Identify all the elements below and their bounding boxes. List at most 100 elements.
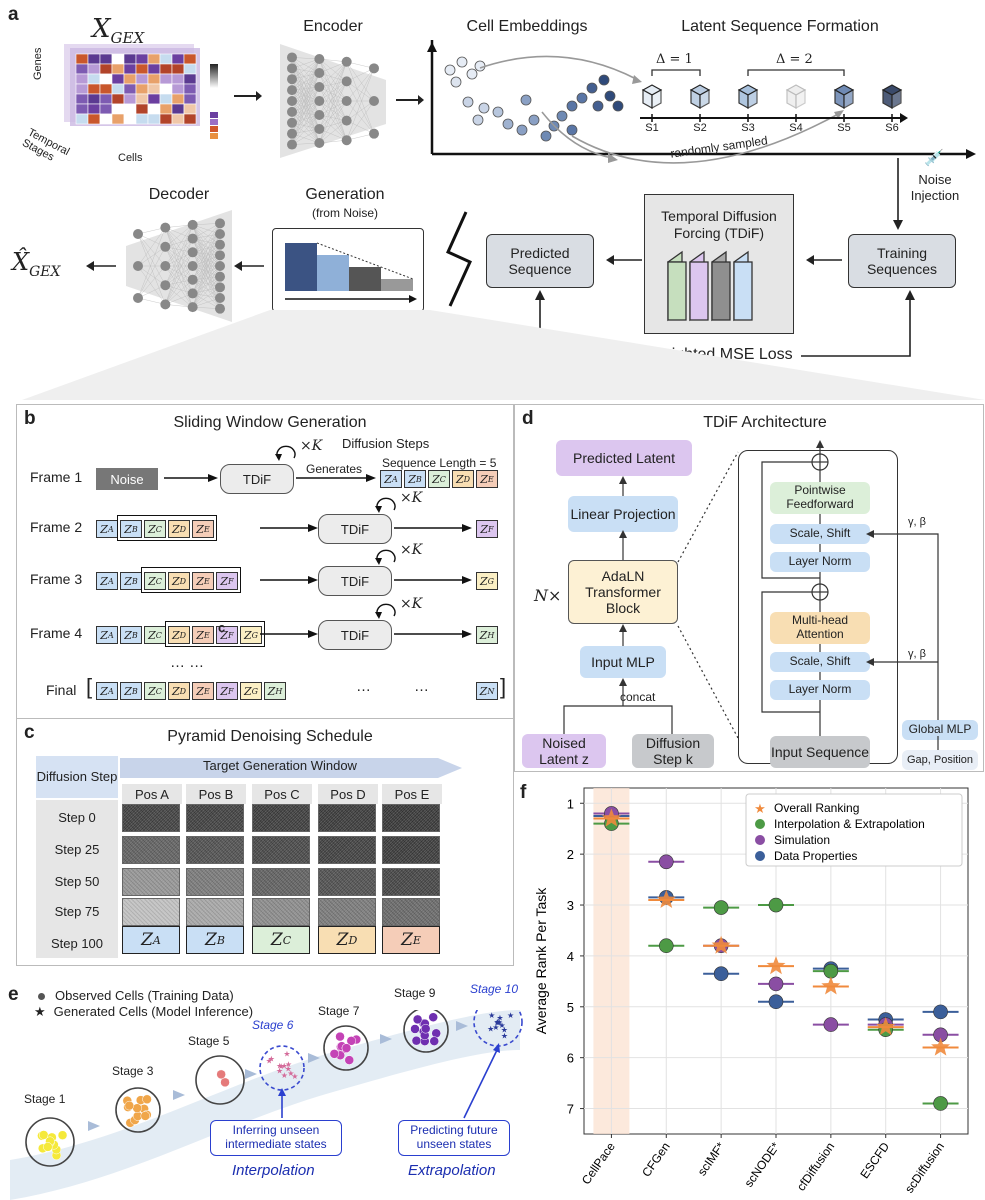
network-edge: [165, 224, 193, 267]
x-hat-symbol: X̂: [12, 248, 30, 276]
network-node: [215, 250, 225, 261]
diffusion-step-k-box: Diffusion Step k: [632, 734, 714, 768]
embedding-dot: [472, 114, 484, 126]
sequence-label-s1: S1: [645, 122, 659, 134]
network-node: [314, 124, 325, 134]
diffusion-steps-label: Diffusion Steps: [342, 436, 430, 451]
network-edge: [165, 238, 193, 286]
y-tick-label: 5: [567, 1000, 574, 1015]
generated-cell-star: ★: [507, 1011, 514, 1020]
heatmap-cell: [147, 93, 161, 105]
network-node: [160, 222, 171, 233]
observed-cell-dot: [140, 1111, 151, 1121]
network-edge: [291, 57, 320, 88]
network-edge: [192, 223, 221, 239]
network-edge: [291, 72, 320, 113]
generated-cell-star: ★: [285, 1064, 292, 1073]
network-node: [314, 68, 325, 78]
observed-cell-dot: [428, 1012, 438, 1022]
arrow-noise-to-tdif: [164, 474, 218, 482]
observed-cell-dot: [411, 1035, 422, 1046]
token-z-symbol: Z: [479, 574, 488, 588]
network-edge: [192, 223, 221, 267]
layer-norm-box-2: Layer Norm: [770, 680, 870, 700]
zoom-trapezoid: [22, 310, 985, 400]
network-node: [287, 117, 297, 128]
generated-cell-star: ★: [278, 1062, 285, 1071]
network-edge: [165, 227, 193, 253]
token-subscript: H: [275, 686, 283, 696]
noise-cell-r1-c1: [186, 836, 244, 864]
sequence-axis-arrow: [900, 113, 908, 123]
arrow-head: [462, 630, 472, 638]
arrow-to-encoder: [234, 91, 262, 101]
network-edge: [165, 224, 193, 247]
trajectory-chevron: [173, 1090, 185, 1100]
embedding-dot: [520, 94, 532, 106]
token-subscript: F: [228, 630, 234, 640]
embedding-dot: [576, 92, 588, 104]
heatmap-cell: [159, 83, 173, 95]
cluster-boundary: [259, 1045, 305, 1091]
embedding-dot: [604, 90, 616, 102]
token-subscript: A: [152, 933, 161, 947]
panel-letter-c: c: [24, 722, 35, 743]
x-tick-label: cfDiffusion: [794, 1140, 837, 1194]
generated-cell-star: ★: [494, 1017, 501, 1026]
gamma-beta-label-2: γ, β: [908, 648, 926, 660]
heatmap-cell: [171, 103, 185, 115]
series-point-star: [821, 976, 841, 995]
generated-cell-star: ★: [496, 1018, 503, 1027]
network-edge: [137, 246, 166, 299]
network-edge: [192, 252, 221, 288]
heatmap-cell: [171, 63, 185, 75]
observed-cell-dot: [344, 1055, 355, 1065]
loop-arrowhead: [375, 506, 382, 513]
times-k-label: ×K: [400, 490, 423, 506]
noise-cell-r0-c4: [382, 804, 440, 832]
network-edge: [319, 72, 347, 102]
arrow-to-xhat: [86, 261, 116, 271]
stage-label-stage-3: Stage 3: [112, 1064, 154, 1078]
network-node: [341, 115, 352, 126]
network-edge: [319, 86, 347, 141]
layer-norm-box-1: Layer Norm: [770, 552, 870, 572]
noise-injection-label: Noise Injection: [910, 172, 960, 203]
network-edge: [192, 265, 221, 288]
n-times-label: N×: [534, 586, 562, 605]
arrow-head: [308, 576, 318, 584]
network-edge: [291, 100, 320, 145]
input-mlp-box: Input MLP: [580, 646, 666, 678]
arrow-head: [366, 474, 376, 482]
token-z-symbol: Z: [148, 628, 156, 642]
loop-arrowhead: [375, 612, 382, 619]
heatmap-cell: [159, 93, 173, 105]
cluster-boundary: [403, 1010, 449, 1053]
dots-label: … …: [170, 654, 205, 671]
generation-subtitle: (from Noise): [311, 206, 378, 220]
token-z-symbol: Z: [171, 628, 180, 642]
trajectory-chevron: [456, 1021, 468, 1031]
network-edge: [319, 61, 347, 102]
noise-cell-r0-c0: [122, 804, 180, 832]
token-z-symbol: Z: [148, 522, 156, 536]
network-edge: [165, 252, 193, 305]
heatmap-cell: [135, 83, 149, 95]
observed-cell-dot: [142, 1094, 152, 1105]
network-node: [287, 52, 297, 63]
network-node: [341, 135, 352, 146]
trajectory-band: [10, 1010, 520, 1200]
network-edge: [137, 233, 166, 247]
heatmap-cell: [135, 73, 149, 85]
heatmap-cell: [111, 83, 125, 95]
token-subscript: E: [412, 933, 421, 947]
heatmap-cell: [87, 73, 101, 85]
x-tick-label: CFGen: [639, 1140, 673, 1180]
network-edge: [192, 265, 221, 299]
linear-projection-box: Linear Projection: [568, 496, 678, 532]
y-tick-label: 1: [567, 796, 574, 811]
